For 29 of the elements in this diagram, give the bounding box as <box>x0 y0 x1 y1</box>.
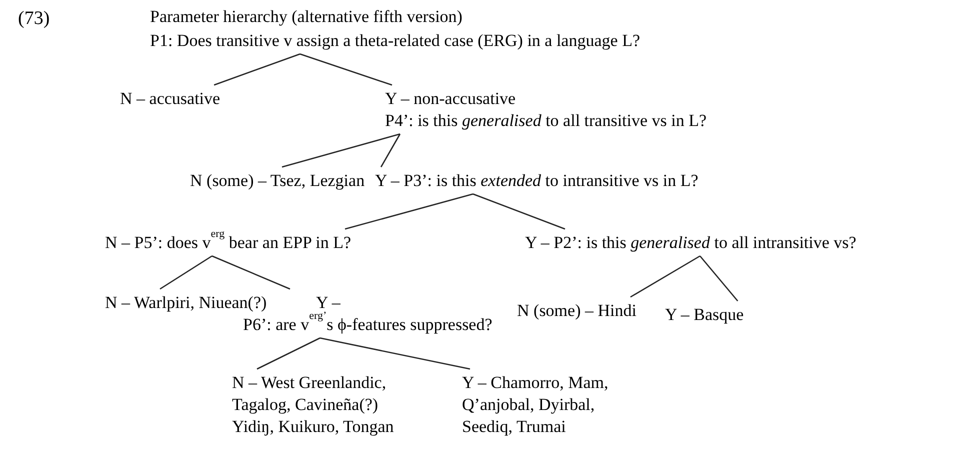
tree-node-text: P4’: is this generalised to all transitive vs in L? <box>385 110 707 132</box>
diagram-title: Parameter hierarchy (alternative fifth version) <box>150 6 462 28</box>
tree-branch-line <box>630 255 700 298</box>
tree-node-text: Y – P3’: is this extended to intransitive vs in L? <box>375 170 698 192</box>
tree-node-text: Y – non-accusative <box>385 88 516 110</box>
tree-node-text: P6’: are v$^{erg’}$s ϕ-features suppressed? <box>243 314 492 336</box>
example-number: (73) <box>18 8 50 30</box>
tree-branch-line <box>344 193 474 230</box>
tree-node-text: N (some) – Hindi <box>517 300 636 322</box>
tree-branch-line <box>300 53 392 86</box>
tree-node-text: N – P5’: does v$^{erg}$ bear an EPP in L? <box>105 232 352 254</box>
tree-node-text: Y – P2’: is this generalised to all intransitive vs? <box>525 232 856 254</box>
tree-branch-line <box>700 256 738 302</box>
tree-branch-line <box>160 255 212 290</box>
tree-node-text: N (some) – Tsez, Lezgian <box>190 170 365 192</box>
tree-branch-line <box>214 53 300 86</box>
tree-node-text: Y – Chamorro, Mam, Q’anjobal, Dyirbal, Seediq, Trumai <box>462 372 610 438</box>
tree-node-text: N – Warlpiri, Niuean(?) <box>105 292 267 314</box>
tree-node-text: Y – <box>316 292 340 312</box>
tree-branch-line <box>212 255 290 290</box>
tree-branch-line <box>320 337 470 370</box>
tree-node-text: N – West Greenlandic, Tagalog, Cavineña(?) Yidiŋ, Kuikuro, Tongan <box>232 372 395 438</box>
tree-branch-line <box>472 193 566 230</box>
tree-branch-line <box>380 134 401 168</box>
tree-node-text: Y – Basque <box>665 304 744 326</box>
tree-node-text: P1: Does transitive v assign a theta-related case (ERG) in a language L? <box>150 30 640 52</box>
tree-branch-line <box>256 337 320 370</box>
tree-node-text: N – accusative <box>120 88 220 110</box>
tree-branch-line <box>282 133 400 168</box>
